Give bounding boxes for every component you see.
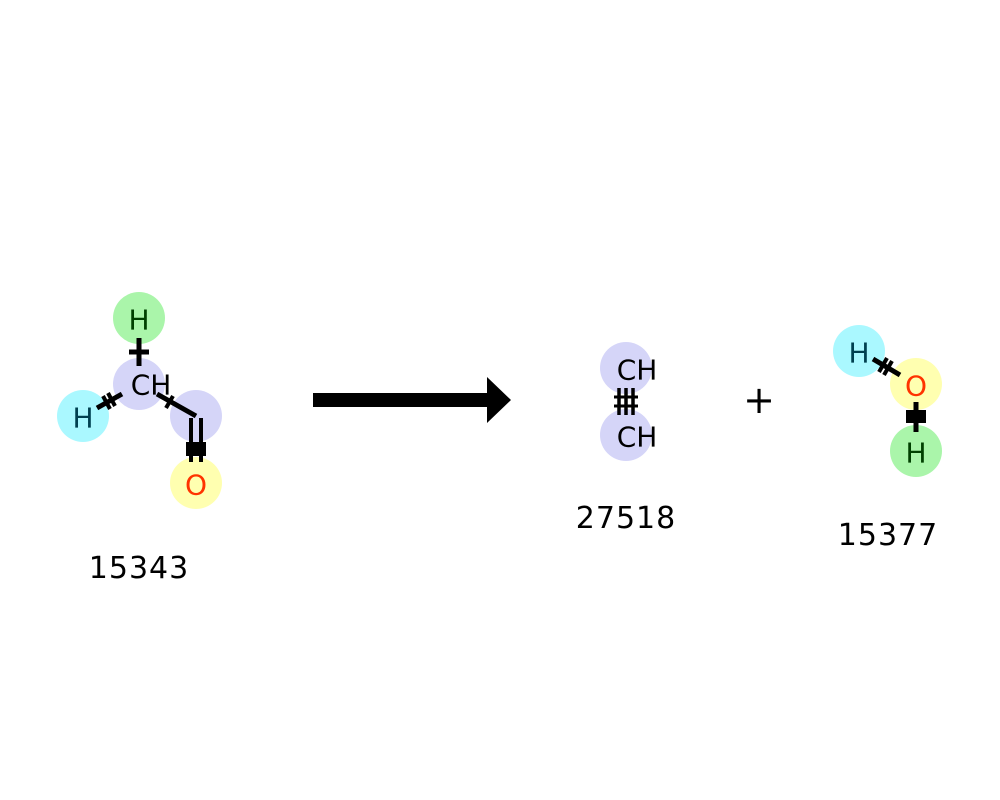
molecule-15343: H H CH O 15343 (57, 292, 222, 586)
atom-label: H (72, 402, 93, 435)
plus-sign: + (743, 378, 775, 422)
bond-tick (164, 394, 175, 410)
bond-tick (106, 392, 117, 407)
atom-label: H (128, 304, 149, 337)
bond-line (95, 391, 124, 411)
molecule-id: 27518 (576, 501, 676, 536)
atom-highlight (113, 292, 165, 344)
atom-label: O (185, 469, 207, 502)
atom-label: H (848, 337, 869, 370)
atom-highlight (57, 390, 109, 442)
atom-label: H (905, 437, 926, 470)
reaction-arrow (313, 377, 511, 423)
atom-label: CH (617, 354, 658, 387)
atom-label: CH (131, 369, 172, 402)
molecule-id: 15343 (89, 551, 189, 586)
molecule-id: 15377 (838, 518, 938, 553)
molecule-27518: CH CH 27518 (576, 342, 676, 536)
arrow-head (487, 377, 511, 423)
atom-highlight (600, 342, 652, 394)
atom-highlight (113, 358, 165, 410)
atom-highlight (833, 325, 885, 377)
arrow-shaft (313, 393, 491, 407)
molecule-15377: H O H 15377 (833, 325, 942, 553)
atom-highlight (890, 425, 942, 477)
bond-tick (186, 442, 206, 456)
bond-tick (882, 360, 894, 376)
bond-tick (877, 357, 889, 373)
bond-line (155, 391, 198, 419)
atom-highlight (170, 457, 222, 509)
atom-highlight (890, 358, 942, 410)
atom-label: CH (617, 421, 658, 454)
atom-highlight (600, 409, 652, 461)
atom-label: O (905, 370, 927, 403)
bond-tick (101, 395, 112, 410)
bond-tick (906, 410, 926, 423)
